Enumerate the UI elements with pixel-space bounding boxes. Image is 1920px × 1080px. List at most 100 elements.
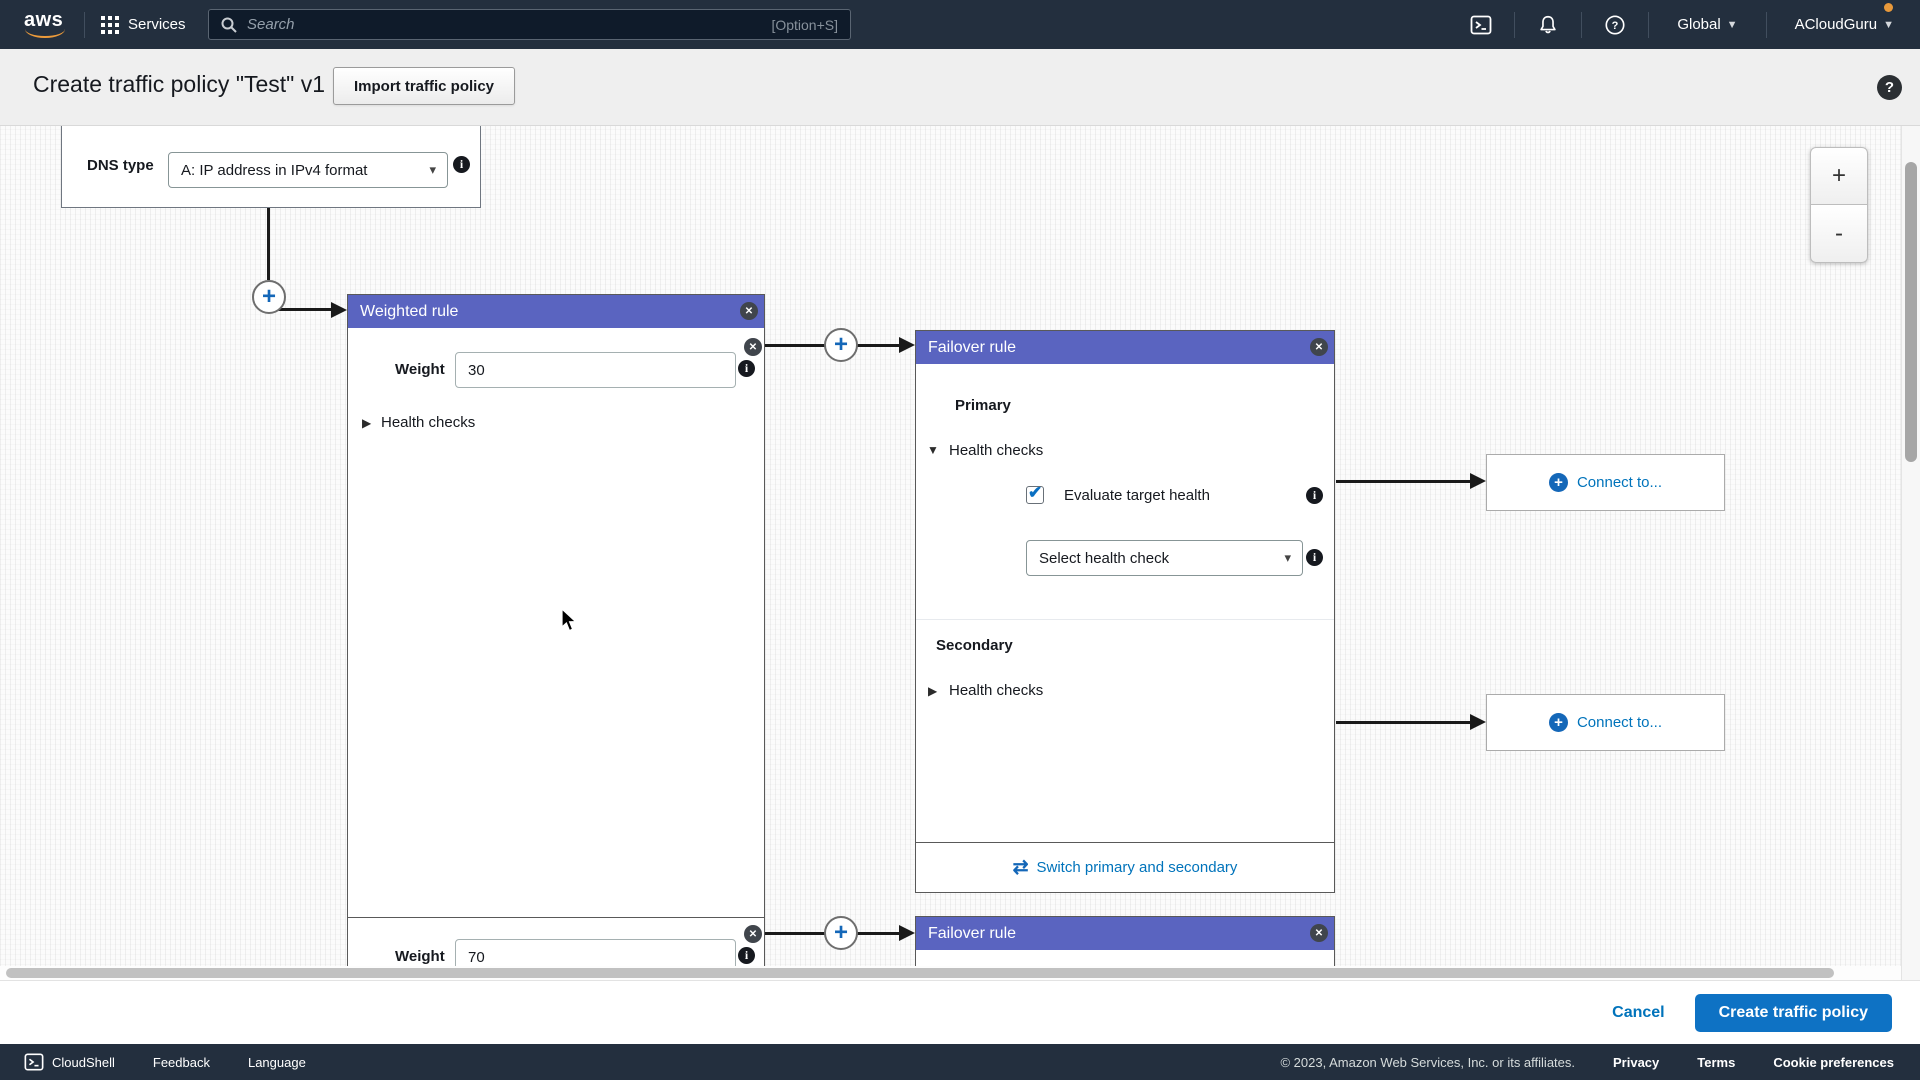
- footer-cookie-preferences-link[interactable]: Cookie preferences: [1773, 1054, 1894, 1070]
- search-input[interactable]: Search [Option+S]: [208, 9, 851, 40]
- checkmark-icon: ✔: [1028, 483, 1043, 502]
- page-header: Create traffic policy "Test" v1 Import t…: [0, 49, 1920, 126]
- footer-divider: [916, 842, 1334, 843]
- evaluate-target-health-checkbox[interactable]: ✔: [1026, 483, 1044, 504]
- weight-label: Weight: [395, 361, 445, 378]
- add-rule-plus-button[interactable]: +: [252, 280, 286, 314]
- connector-arrowhead: [1470, 473, 1486, 489]
- vertical-scrollbar[interactable]: [1901, 126, 1920, 980]
- health-checks-toggle[interactable]: Health checks: [381, 414, 476, 431]
- zoom-in-button[interactable]: +: [1810, 147, 1868, 205]
- action-bar: Cancel Create traffic policy: [0, 980, 1920, 1044]
- canvas-zoom-controls: + -: [1810, 147, 1868, 263]
- page-help-icon[interactable]: ?: [1877, 75, 1902, 100]
- search-placeholder: Search: [247, 16, 295, 33]
- switch-label: Switch primary and secondary: [1036, 859, 1238, 876]
- footer-terms-link[interactable]: Terms: [1697, 1054, 1736, 1070]
- add-rule-plus-button[interactable]: +: [824, 916, 858, 950]
- topbar-divider: [84, 11, 85, 38]
- dns-type-value: A: IP address in IPv4 format: [181, 161, 368, 179]
- help-icon[interactable]: ?: [1598, 14, 1632, 36]
- footer-copyright: © 2023, Amazon Web Services, Inc. or its…: [1280, 1054, 1575, 1070]
- connector-arrowhead: [899, 337, 915, 353]
- section-divider: [916, 619, 1334, 620]
- failover-rule-header[interactable]: Failover rule: [916, 917, 1334, 950]
- traffic-policy-canvas[interactable]: DNS type A: IP address in IPv4 format ▾ …: [0, 126, 1920, 980]
- recording-indicator-dot: [1884, 3, 1893, 12]
- weighted-rule-box: Weighted rule ✕ ✕ Weight i ▶ Health chec…: [347, 294, 765, 980]
- endpoint-close-icon[interactable]: ✕: [744, 338, 762, 356]
- connect-to-button[interactable]: + Connect to...: [1486, 454, 1725, 511]
- aws-logo[interactable]: aws: [24, 10, 68, 40]
- cancel-button[interactable]: Cancel: [1612, 1003, 1665, 1021]
- disclosure-collapsed-icon[interactable]: ▶: [362, 416, 372, 430]
- failover-rule-header[interactable]: Failover rule: [916, 331, 1334, 364]
- horizontal-scrollbar-thumb[interactable]: [6, 968, 1834, 978]
- health-check-info-icon[interactable]: i: [1306, 549, 1323, 566]
- svg-text:?: ?: [1612, 20, 1619, 32]
- import-traffic-policy-button[interactable]: Import traffic policy: [333, 67, 516, 105]
- secondary-label: Secondary: [936, 637, 1013, 654]
- endpoint-close-icon[interactable]: ✕: [744, 925, 762, 943]
- weighted-rule-title: Weighted rule: [360, 302, 459, 320]
- weight-label: Weight: [395, 948, 445, 965]
- plus-circle-icon: +: [1548, 473, 1568, 492]
- search-shortcut-hint: [Option+S]: [771, 16, 838, 33]
- footer-privacy-link[interactable]: Privacy: [1613, 1054, 1660, 1070]
- topbar-divider: [1765, 11, 1767, 38]
- weight-input[interactable]: [455, 352, 736, 388]
- weighted-rule-header[interactable]: Weighted rule: [348, 295, 764, 328]
- evaluate-target-health-label: Evaluate target health: [1064, 487, 1210, 504]
- services-menu[interactable]: Services: [101, 15, 186, 34]
- create-traffic-policy-button[interactable]: Create traffic policy: [1694, 993, 1892, 1032]
- topbar-divider: [1514, 11, 1516, 38]
- connector-line: [267, 208, 270, 280]
- add-rule-plus-button[interactable]: +: [824, 328, 858, 362]
- connector-arrowhead: [331, 302, 347, 318]
- account-menu[interactable]: ACloudGuru ▼: [1783, 16, 1906, 33]
- failover-rule-title: Failover rule: [928, 338, 1017, 356]
- connector-line: [1336, 480, 1470, 483]
- evaluate-target-health-info-icon[interactable]: i: [1306, 487, 1323, 504]
- connect-to-label: Connect to...: [1576, 474, 1663, 491]
- health-check-select[interactable]: Select health check ▾: [1026, 540, 1303, 576]
- connect-to-label: Connect to...: [1576, 714, 1663, 731]
- disclosure-collapsed-icon[interactable]: ▶: [928, 684, 938, 698]
- horizontal-scrollbar[interactable]: [0, 966, 1901, 980]
- footer-feedback-link[interactable]: Feedback: [152, 1054, 210, 1070]
- aws-logo-text: aws: [24, 8, 64, 31]
- health-checks-toggle[interactable]: Health checks: [949, 442, 1044, 459]
- search-icon: [221, 17, 237, 33]
- primary-label: Primary: [955, 397, 1011, 414]
- dns-type-select[interactable]: A: IP address in IPv4 format ▾: [168, 152, 448, 188]
- cloudshell-label: CloudShell: [52, 1054, 115, 1070]
- failover-rule-close-icon[interactable]: ✕: [1310, 924, 1328, 942]
- grid-icon: [101, 15, 119, 34]
- start-point-panel: DNS type A: IP address in IPv4 format ▾ …: [61, 126, 481, 208]
- region-selector[interactable]: Global ▼: [1665, 16, 1749, 33]
- page-title: Create traffic policy "Test" v1: [33, 71, 326, 97]
- health-check-select-value: Select health check: [1039, 549, 1170, 567]
- health-checks-toggle[interactable]: Health checks: [949, 682, 1044, 699]
- zoom-out-button[interactable]: -: [1810, 205, 1868, 263]
- vertical-scrollbar-thumb[interactable]: [1905, 162, 1917, 462]
- switch-primary-secondary-link[interactable]: ⇄ Switch primary and secondary: [916, 842, 1334, 893]
- connect-to-button[interactable]: + Connect to...: [1486, 694, 1725, 751]
- top-nav-bar: aws Services Search [O: [0, 0, 1920, 49]
- failover-rule-close-icon[interactable]: ✕: [1310, 338, 1328, 356]
- weight-info-icon[interactable]: i: [738, 947, 755, 964]
- chevron-down-icon: ▾: [429, 162, 436, 177]
- mouse-cursor: [561, 608, 577, 632]
- disclosure-expanded-icon[interactable]: ▼: [927, 443, 939, 457]
- weighted-rule-close-icon[interactable]: ✕: [740, 302, 758, 320]
- cloudshell-icon[interactable]: [1464, 14, 1498, 36]
- footer-language-link[interactable]: Language: [247, 1054, 306, 1070]
- dns-type-info-icon[interactable]: i: [453, 156, 470, 173]
- endpoint-divider: [348, 917, 764, 918]
- weight-info-icon[interactable]: i: [738, 360, 755, 377]
- topbar-divider: [1581, 11, 1583, 38]
- plus-circle-icon: +: [1548, 713, 1568, 732]
- notifications-bell-icon[interactable]: [1531, 14, 1565, 36]
- footer-cloudshell-button[interactable]: CloudShell: [24, 1052, 115, 1072]
